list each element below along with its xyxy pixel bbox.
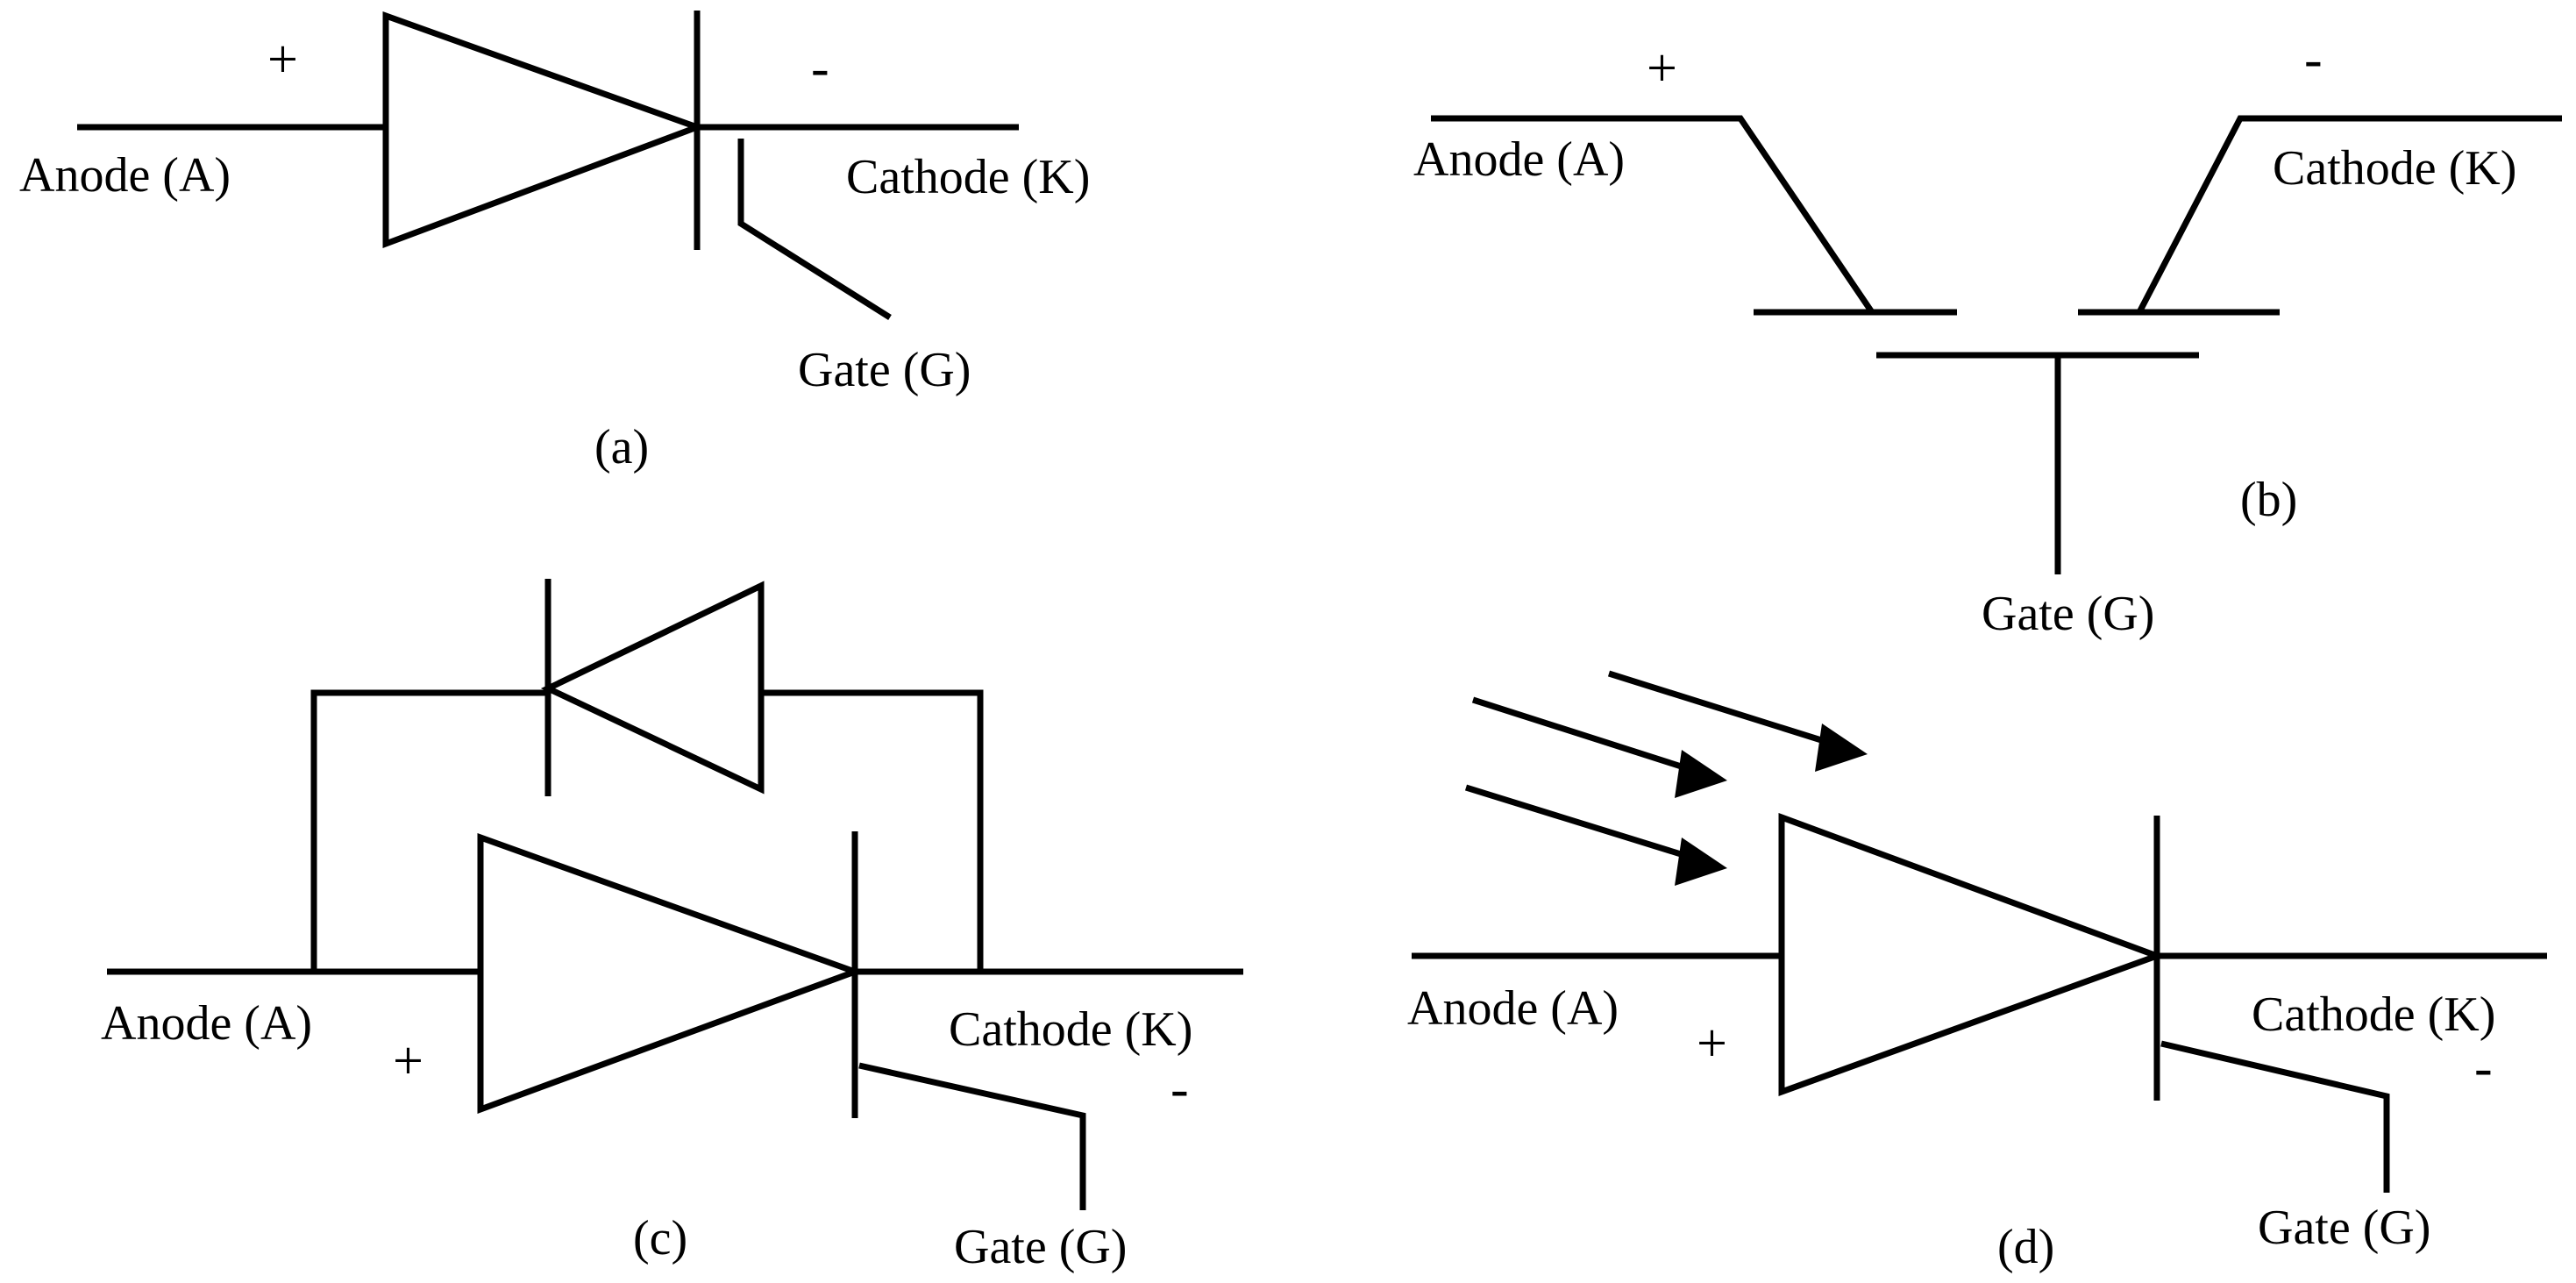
diagram-c-minus-sign: -: [1171, 1059, 1189, 1119]
diagram-c-right-bypass: [761, 689, 984, 972]
diagram-b-anode-lead: [1431, 115, 1875, 314]
diagram-c-gate-lead: [858, 1062, 1086, 1210]
diagram-b-anode-label: Anode (A): [1413, 132, 1625, 187]
diagram-c-rct: Anode (A) + Cathode (K) - (c) Gate (G): [101, 579, 1243, 1274]
diagram-c-main-triangle: [477, 833, 865, 1115]
diagram-a-anode-label: Anode (A): [19, 148, 231, 203]
diagram-d-gate-lead: [2160, 1040, 2390, 1193]
diagram-c-caption: (c): [633, 1211, 687, 1265]
diagram-a-gate-label: Gate (G): [798, 343, 971, 397]
diagram-c-cathode-label: Cathode (K): [949, 1002, 1192, 1057]
diagram-d-light-ray-2: [1471, 696, 1694, 773]
diagram-d-gate-label: Gate (G): [2258, 1201, 2430, 1255]
diagram-d-cathode-label: Cathode (K): [2252, 987, 2495, 1042]
diagram-a-gate-lead: [737, 139, 892, 320]
diagram-d-caption: (d): [1997, 1220, 2054, 1274]
diagram-a-diode-triangle: [382, 11, 707, 249]
diagram-c-left-bypass: [310, 689, 548, 972]
diagram-b-minus-sign: -: [2304, 30, 2323, 89]
diagram-b-plus-sign: +: [1647, 39, 1677, 98]
diagram-d-light-arrow-2-icon: [1675, 750, 1727, 798]
diagram-d-light-arrow-1-icon: [1815, 723, 1868, 772]
diagram-b-caption: (b): [2240, 473, 2297, 527]
diagram-d-minus-sign: -: [2474, 1038, 2493, 1098]
diagram-c-gate-label: Gate (G): [954, 1220, 1127, 1274]
diagram-a-caption: (a): [594, 420, 649, 474]
diagram-c-antiparallel-triangle: [540, 581, 765, 795]
diagram-c-anode-label: Anode (A): [101, 996, 312, 1051]
diagram-d-light-ray-1: [1607, 670, 1834, 747]
diagram-d-lascr: Anode (A) + Cathode (K) - (d) Gate (G): [1407, 670, 2547, 1274]
diagram-d-diode-triangle: [1778, 812, 2167, 1096]
diagram-a-plus-sign: +: [267, 30, 298, 89]
diagram-b-gto: + - Anode (A) Cathode (K) (b) Gate (G): [1413, 30, 2562, 641]
diagram-a-cathode-label: Cathode (K): [846, 150, 1090, 204]
diagram-c-plus-sign: +: [393, 1031, 423, 1091]
diagram-d-light-ray-3: [1464, 784, 1694, 861]
diagram-b-cathode-label: Cathode (K): [2273, 141, 2516, 196]
diagram-d-light-arrow-3-icon: [1675, 838, 1727, 886]
diagram-b-cathode-lead: [2136, 115, 2562, 314]
diagram-a-scr: + - Anode (A) Cathode (K) Gate (G) (a): [19, 11, 1090, 474]
diagram-a-minus-sign: -: [811, 39, 829, 98]
diagram-d-plus-sign: +: [1697, 1014, 1727, 1073]
diagram-b-gate-label: Gate (G): [1982, 587, 2154, 641]
diagram-d-anode-label: Anode (A): [1407, 981, 1619, 1036]
